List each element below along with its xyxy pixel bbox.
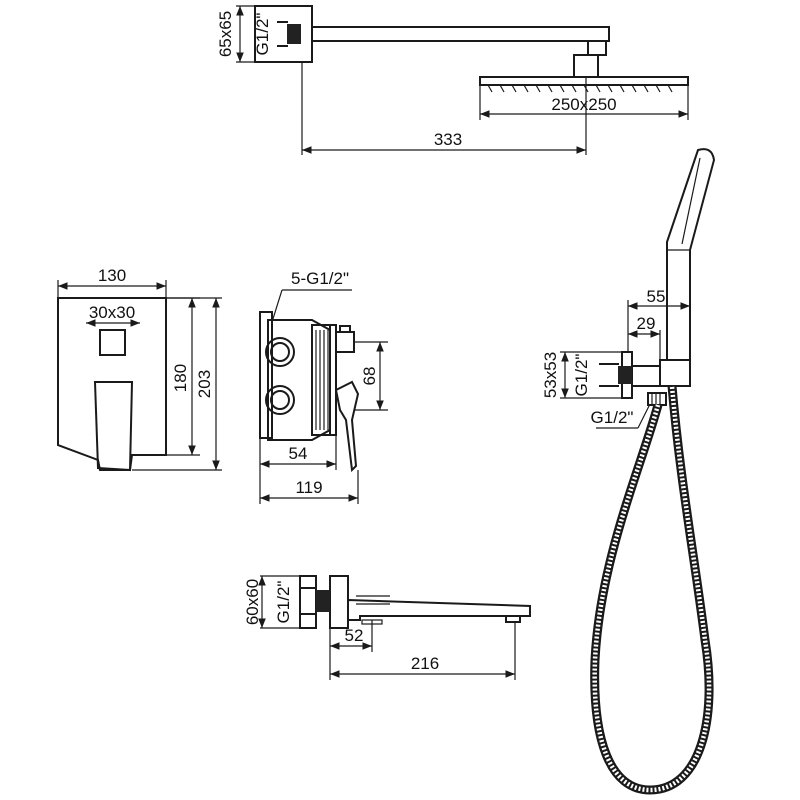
spout-52-label: 52: [345, 626, 364, 645]
valve-119-label: 119: [295, 478, 322, 497]
mixer-handle: [93, 381, 134, 472]
arm-thread-connector: [287, 24, 301, 44]
valve-diverter-stem: [335, 331, 355, 353]
arm-size-label: 65x65: [216, 11, 235, 57]
valve-body-view: 5-G1/2" 68 54 119: [259, 269, 388, 504]
valve-hatching: [315, 330, 329, 430]
valve-68-label: 68: [360, 367, 379, 386]
plate-height-203-label: 203: [195, 370, 214, 398]
valve-handle: [334, 380, 360, 473]
hose: [590, 385, 714, 795]
hand-shower-view: 55 29 53x53 G1/2" G1/2": [541, 148, 716, 795]
arm-thread-label: G1/2": [253, 13, 272, 56]
knob-size-label: 30x30: [89, 303, 135, 322]
shower-arm-view: 65x65 G1/2" 250x250 333: [216, 5, 689, 155]
shower-head-nozzles: [487, 84, 673, 93]
cover-plate: [57, 297, 167, 471]
head-size-label: 250x250: [551, 95, 616, 114]
arm-elbow: [587, 40, 607, 56]
holder-bracket: [659, 359, 691, 387]
valve-outlets-label: 5-G1/2": [291, 269, 349, 288]
spout-216-label: 216: [411, 654, 439, 673]
hose-nut: [647, 392, 667, 406]
cover-plate-view: 130 30x30 180 203: [57, 266, 222, 472]
bath-spout-view: 60x60 G1/2" 52 216: [243, 575, 531, 680]
plate-width-label: 130: [98, 266, 126, 285]
arm-length-label: 333: [434, 130, 462, 149]
arm-pipe: [311, 26, 610, 42]
shower-head: [479, 76, 689, 86]
spout-aerator: [505, 615, 521, 623]
holder-55-label: 55: [647, 287, 666, 306]
hose-thread-label: G1/2": [591, 408, 634, 427]
holder-size-label: 53x53: [541, 352, 560, 398]
head-connector: [573, 54, 599, 78]
valve-port-lower: [265, 385, 295, 415]
holder-thread-label: G1/2": [572, 354, 591, 397]
spout-thread-label: G1/2": [274, 581, 293, 624]
spout-flange: [329, 575, 349, 629]
plate-height-180-label: 180: [171, 364, 190, 392]
valve-54-label: 54: [289, 444, 308, 463]
valve-port-upper: [265, 337, 295, 367]
diverter-knob: [99, 329, 126, 356]
spout-body: [347, 598, 531, 621]
spout-mount-left: [299, 575, 317, 629]
spout-size-label: 60x60: [243, 579, 262, 625]
holder-29-label: 29: [637, 314, 656, 333]
valve-mount-left: [259, 311, 273, 439]
